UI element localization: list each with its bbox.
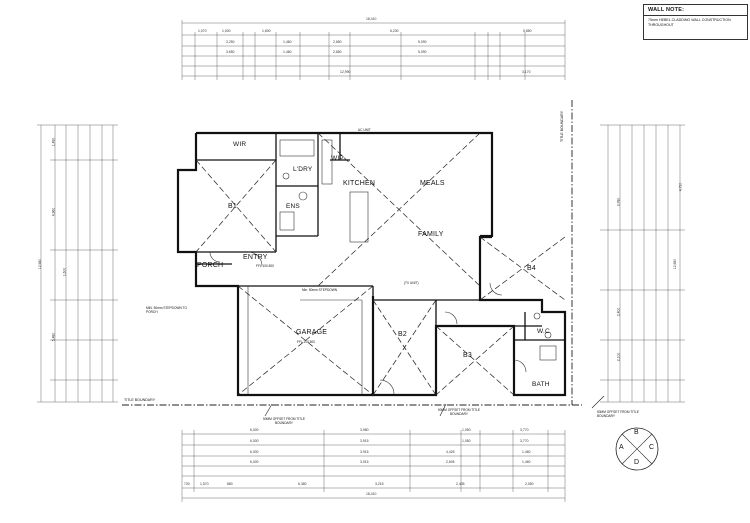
dim-bottom-overall: 18,410 — [366, 492, 377, 496]
dim-right-4: 2,400 — [616, 307, 621, 317]
wall-note-divider — [644, 15, 747, 16]
dim-bot-r2-2: 3,915 — [360, 439, 369, 443]
dim-bot-r5-1: 730 — [184, 482, 190, 486]
dim-left-2: 4,960 — [51, 207, 56, 217]
room-label-wip: WIP — [331, 155, 344, 162]
porch-stepdown-note: MIN. 50mm STEPDOWN TO PORCH — [146, 306, 187, 314]
dim-top-r3-2: 1,460 — [283, 40, 292, 44]
dim-bot-r3-1: 6,000 — [250, 450, 259, 454]
dim-left-4: 5,480 — [51, 332, 56, 342]
dim-left-3: 1,490 — [51, 137, 56, 147]
dim-top-r4-2: 1,460 — [283, 50, 292, 54]
dim-top-r2-4: 6,230 — [390, 29, 399, 33]
dim-bot-r3-2: 3,915 — [360, 450, 369, 454]
dim-bot-r3-3: 4,425 — [446, 450, 455, 454]
tv-unit-label: (TV UNIT) — [404, 281, 419, 285]
dim-bot-r5-5: 3,215 — [375, 482, 384, 486]
room-label-wc: W.C — [537, 328, 550, 335]
dim-bot-r1-1: 6,000 — [250, 428, 259, 432]
room-label-bath: BATH — [532, 381, 550, 388]
dim-left-1: 12,980 — [38, 258, 43, 270]
room-label-b4: B4 — [527, 265, 536, 272]
room-label-b3: B3 — [463, 352, 472, 359]
room-label-porch: PORCH — [197, 262, 224, 269]
room-label-ldry: L'DRY — [293, 166, 313, 173]
wall-note-title: WALL NOTE: — [648, 7, 685, 13]
title-boundary-label-bottom: TITLE BOUNDARY — [124, 398, 156, 402]
dim-right-5: 2,100 — [616, 352, 621, 362]
entry-ffl-label: FFL 100.500 — [256, 264, 274, 268]
offset-note-right: 50MM OFFSET FROM TITLE BOUNDARY — [597, 410, 640, 418]
dim-bot-r5-4: 6,380 — [298, 482, 307, 486]
dim-bot-r5-6: 2,435 — [456, 482, 465, 486]
dim-right-2: 4,720 — [678, 182, 683, 192]
room-label-b2: B2 — [398, 331, 407, 338]
compass-d: D — [634, 459, 640, 466]
compass-icon: B A C D — [614, 426, 660, 472]
garage-stepdown-note: Min. 50mm STEPDOWN — [302, 288, 338, 292]
compass-b: B — [634, 429, 639, 436]
dim-top-r2-1: 1,070 — [198, 29, 207, 33]
garage-ffl-label: FFL 100.500 — [297, 340, 315, 344]
room-label-entry: ENTRY — [243, 254, 268, 261]
dim-top-r2-3: 1,600 — [262, 29, 271, 33]
dim-bot-r2-4: 3,770 — [520, 439, 529, 443]
dim-top-r2-5: 5,850 — [523, 29, 532, 33]
compass-c: C — [649, 444, 655, 451]
dim-bot-r5-3: 880 — [227, 482, 233, 486]
dim-left-5: 1,600 — [62, 267, 67, 277]
dim-right-1: 12,980 — [673, 258, 678, 270]
compass-a: A — [619, 444, 624, 451]
dim-bot-r1-3: 1,050 — [462, 428, 471, 432]
room-label-wir: WIR — [233, 141, 247, 148]
room-label-meals: MEALS — [420, 180, 445, 187]
wall-note-text: 75mm HEBEL CLADDING WALL CONSTRUCTION TH… — [648, 18, 731, 27]
room-label-kitchen: KITCHEN — [343, 180, 376, 187]
dim-bot-r5-2: 1,570 — [200, 482, 209, 486]
dim-top-r2-2: 1,000 — [222, 29, 231, 33]
dim-bot-r3-4: 1,460 — [522, 450, 531, 454]
wall-note-box: WALL NOTE: 75mm HEBEL CLADDING WALL CONS… — [643, 4, 748, 40]
dim-top-r3-1: 3,250 — [226, 40, 235, 44]
dim-top-r3-4: 5,090 — [418, 40, 427, 44]
dim-bot-r4-3: 2,605 — [446, 460, 455, 464]
dim-bot-r1-2: 3,980 — [360, 428, 369, 432]
room-label-garage: GARAGE — [296, 329, 328, 336]
dim-top-overall: 18,410 — [366, 17, 377, 21]
dim-top-r5-1: 12,990 — [340, 70, 351, 74]
offset-note-left: 50MM OFFSET FROM TITLE BOUNDARY — [262, 417, 306, 425]
dim-top-r4-1: 3,650 — [226, 50, 235, 54]
dim-top-r5-2: 3,170 — [522, 70, 531, 74]
dim-top-r4-4: 5,090 — [418, 50, 427, 54]
offset-note-middle: 50MM OFFSET FROM TITLE BOUNDARY — [437, 408, 481, 416]
dim-top-r4-3: 2,650 — [333, 50, 342, 54]
dim-bot-r2-1: 6,000 — [250, 439, 259, 443]
dim-bot-r4-4: 1,460 — [522, 460, 531, 464]
title-boundary-label-right: TITLE BOUNDARY — [560, 110, 564, 142]
dim-bot-r1-4: 3,770 — [520, 428, 529, 432]
dim-bot-r5-7: 2,050 — [525, 482, 534, 486]
dim-bot-r4-2: 3,915 — [360, 460, 369, 464]
room-label-family: FAMILY — [418, 231, 444, 238]
dim-bot-r2-3: 1,050 — [462, 439, 471, 443]
ac-unit-label: AC UNIT — [358, 128, 371, 132]
room-label-ens: ENS — [286, 203, 300, 210]
room-label-b1: B1 — [228, 203, 237, 210]
dim-top-r3-3: 2,650 — [333, 40, 342, 44]
dim-right-3: 3,780 — [616, 197, 621, 207]
dim-bot-r4-1: 6,000 — [250, 460, 259, 464]
